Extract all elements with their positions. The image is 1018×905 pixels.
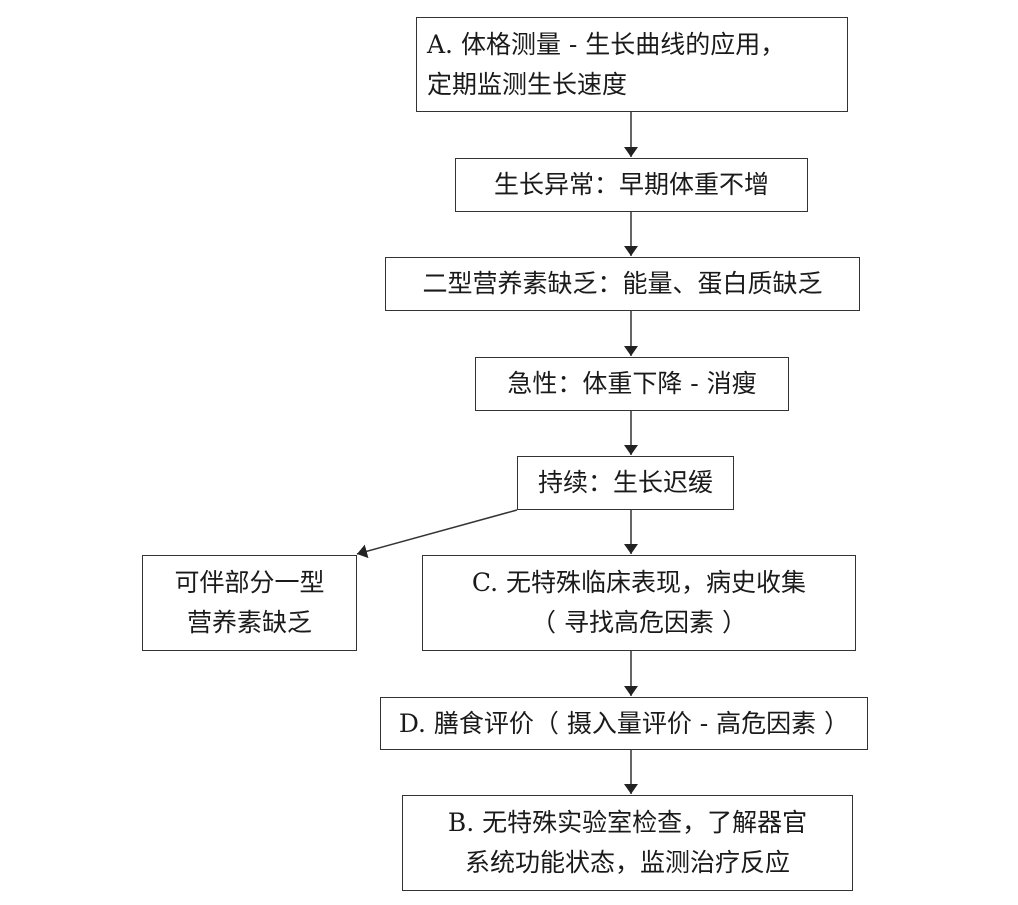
node-text-line: A. 体格测量 - 生长曲线的应用， [427,29,786,59]
node-type2-deficiency: 二型营养素缺乏：能量、蛋白质缺乏 [385,257,860,311]
node-type1-partial: 可伴部分一型 营养素缺乏 [142,555,357,651]
node-text-line: 定期监测生长速度 [427,69,628,99]
node-text-line: 生长异常：早期体重不增 [493,170,769,199]
node-text-line: 营养素缺乏 [186,608,312,637]
node-growth-abnormal: 生长异常：早期体重不增 [455,158,808,212]
node-text-line: 可伴部分一型 [174,568,325,597]
node-a-anthropometry: A. 体格测量 - 生长曲线的应用， 定期监测生长速度 [416,17,848,112]
node-persistent: 持续：生长迟缓 [517,456,734,510]
node-text-line: 急性：体重下降 - 消瘦 [507,369,757,398]
node-text-line: （ 寻找高危因素 ） [531,608,747,637]
node-b-laboratory: B. 无特殊实验室检查，了解器官 系统功能状态，监测治疗反应 [402,795,853,891]
node-text-line: 系统功能状态，监测治疗反应 [464,848,790,877]
node-c-clinical: C. 无特殊临床表现，病史收集 （ 寻找高危因素 ） [422,555,856,651]
arrow-persistent-to-type1 [356,509,518,559]
node-text-line: 持续：生长迟缓 [537,468,713,497]
node-text-line: D. 膳食评价（ 摄入量评价 - 高危因素 ） [398,708,850,738]
node-acute: 急性：体重下降 - 消瘦 [475,357,789,411]
node-d-dietary: D. 膳食评价（ 摄入量评价 - 高危因素 ） [380,697,868,750]
node-text-line: C. 无特殊临床表现，病史收集 [471,568,807,597]
node-text-line: B. 无特殊实验室检查，了解器官 [447,808,808,837]
node-text-line: 二型营养素缺乏：能量、蛋白质缺乏 [422,269,823,298]
